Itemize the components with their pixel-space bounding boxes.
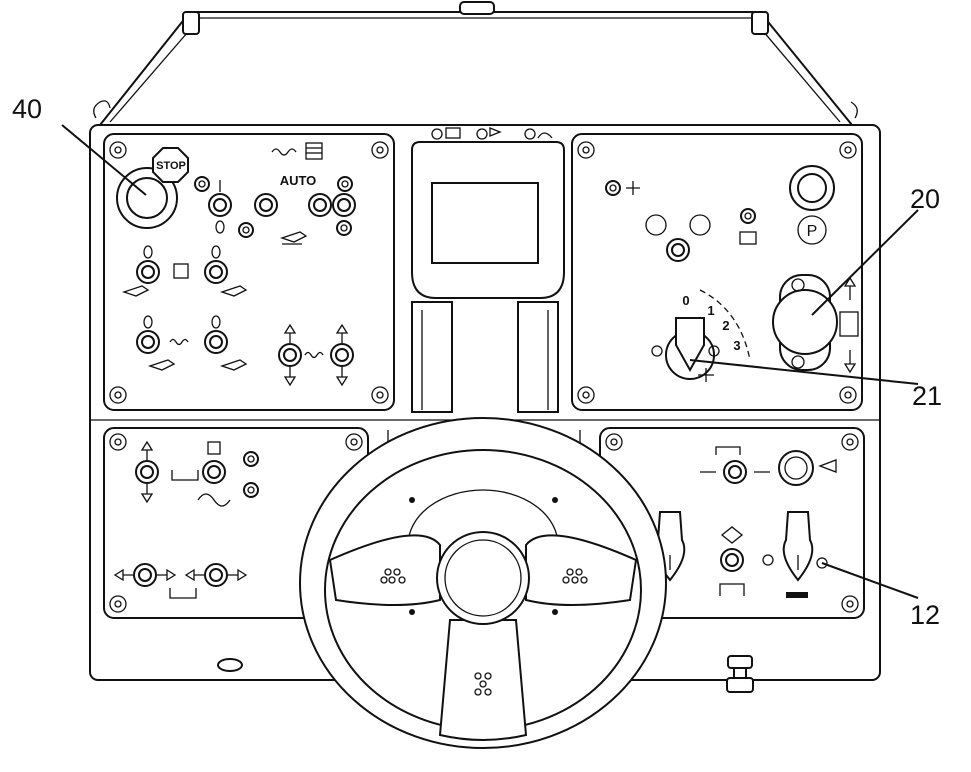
callout-12: 12 <box>910 600 940 630</box>
right-spoke-buttons[interactable] <box>562 568 588 584</box>
steering-mode-switch[interactable] <box>700 446 770 484</box>
speed-1-label: 1 <box>707 303 714 318</box>
bottom-spoke-buttons[interactable] <box>474 672 492 696</box>
manual-switch-pair-lower[interactable] <box>136 315 248 371</box>
speed-2-label: 2 <box>722 318 729 333</box>
fan-indicator <box>605 180 640 196</box>
hopper-switch[interactable] <box>135 440 199 504</box>
callout-40: 40 <box>12 94 42 124</box>
callout-20: 20 <box>910 184 940 214</box>
screed-width-switches[interactable] <box>278 323 354 387</box>
center-mode-switch[interactable] <box>719 526 745 596</box>
horn-button[interactable] <box>778 450 837 486</box>
parking-brake-button[interactable] <box>789 165 835 245</box>
speed-3-label: 3 <box>733 338 740 353</box>
callout-leaders <box>61 124 919 599</box>
upper-right-panel: P 0 1 2 3 <box>571 133 863 411</box>
steering-wheel[interactable] <box>299 417 667 749</box>
hand-icon <box>279 231 308 245</box>
parking-label: P <box>807 223 818 240</box>
top-cover <box>93 1 858 126</box>
warning-indicator <box>739 208 757 245</box>
auto-switch-cluster[interactable] <box>194 176 356 238</box>
side-toggle-switches[interactable] <box>113 563 248 599</box>
stop-label: STOP <box>156 160 186 172</box>
auger-screed-icon <box>271 142 323 160</box>
ignition-key-switch[interactable] <box>651 289 751 382</box>
display-screen <box>431 182 539 264</box>
right-key-switch[interactable] <box>762 511 828 598</box>
status-indicators <box>431 127 553 140</box>
speed-switch[interactable] <box>645 214 711 262</box>
adjust-knob[interactable] <box>726 655 754 693</box>
manual-switch-pair-upper[interactable] <box>121 245 248 297</box>
speed-0-label: 0 <box>682 293 689 308</box>
lock-switch[interactable] <box>197 441 259 507</box>
center-display-unit <box>411 127 565 413</box>
auto-label: AUTO <box>280 173 317 188</box>
left-spoke-buttons[interactable] <box>380 568 406 584</box>
upper-left-panel: STOP AUTO <box>103 133 395 411</box>
callout-21: 21 <box>912 381 942 411</box>
